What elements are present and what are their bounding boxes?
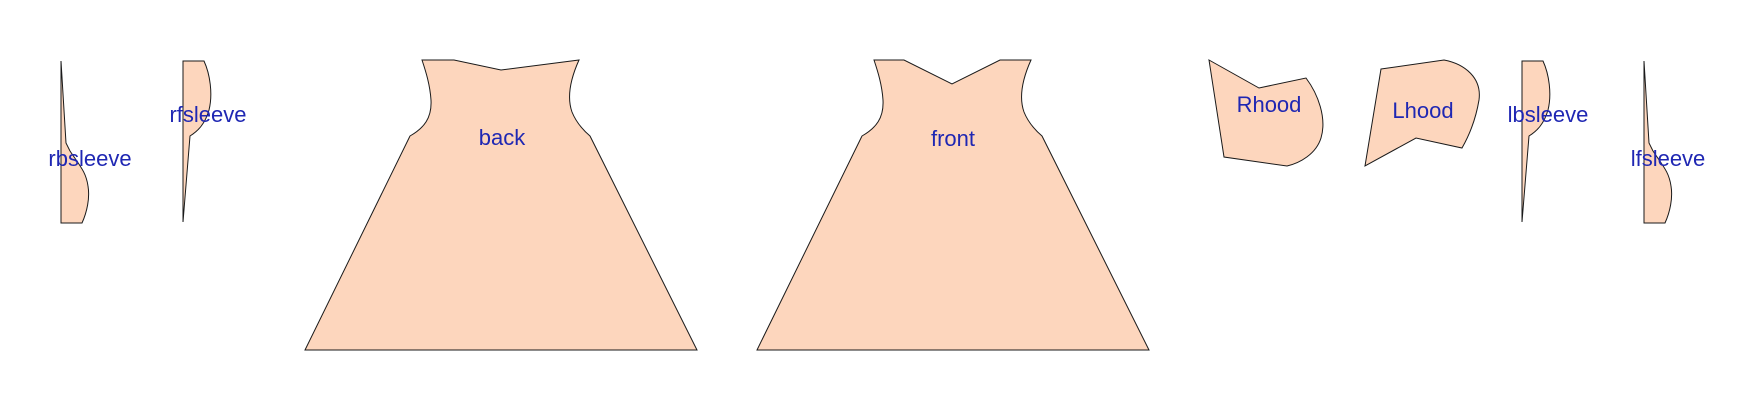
piece-rhood-shape — [1208, 59, 1324, 167]
piece-rbsleeve: rbsleeve — [48, 60, 132, 224]
piece-lfsleeve: lfsleeve — [1631, 60, 1706, 224]
piece-lfsleeve-label: lfsleeve — [1631, 146, 1706, 171]
piece-lbsleeve-shape — [1521, 60, 1551, 223]
piece-rfsleeve-shape — [182, 60, 212, 223]
piece-rhood-label: Rhood — [1237, 92, 1302, 117]
piece-lbsleeve: lbsleeve — [1508, 60, 1589, 223]
piece-back-shape — [304, 59, 698, 351]
piece-lhood-shape — [1364, 59, 1480, 167]
piece-lhood-label: Lhood — [1392, 98, 1453, 123]
piece-front-shape — [756, 59, 1150, 351]
piece-back: back — [304, 59, 698, 351]
piece-front-label: front — [931, 126, 975, 151]
piece-rbsleeve-shape — [60, 60, 90, 224]
piece-lfsleeve-shape — [1643, 60, 1673, 224]
piece-rfsleeve-label: rfsleeve — [169, 102, 246, 127]
piece-front: front — [756, 59, 1150, 351]
piece-lbsleeve-label: lbsleeve — [1508, 102, 1589, 127]
piece-back-label: back — [479, 125, 526, 150]
piece-rhood: Rhood — [1208, 59, 1324, 167]
piece-rbsleeve-label: rbsleeve — [48, 146, 131, 171]
piece-rfsleeve: rfsleeve — [169, 60, 247, 223]
piece-lhood: Lhood — [1364, 59, 1480, 167]
